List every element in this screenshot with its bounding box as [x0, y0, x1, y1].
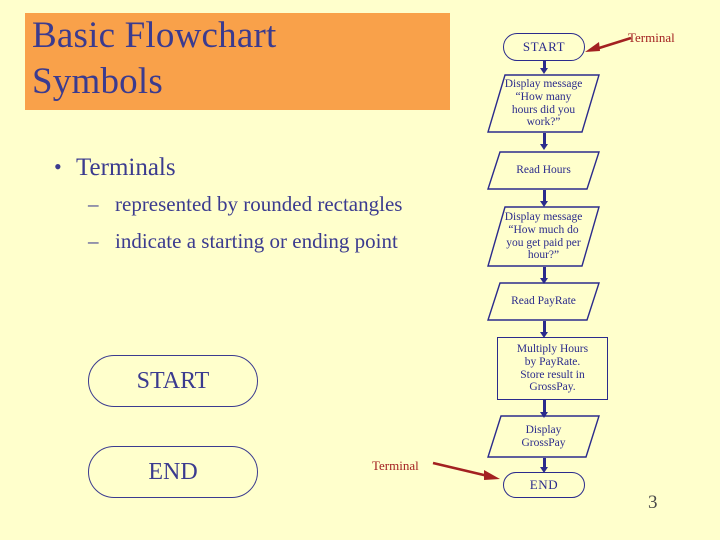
bullet-marker: • — [54, 154, 62, 179]
annotation-label-terminal-bottom: Terminal — [372, 458, 419, 473]
parallelogram-shape — [487, 282, 600, 321]
bullet-item-indicate-point: – indicate a starting or ending point — [40, 225, 440, 258]
bullet-text: represented by rounded rectangles — [115, 192, 403, 216]
flow-arrow-4 — [540, 267, 549, 284]
bullet-list: • Terminals – represented by rounded rec… — [40, 152, 440, 258]
parallelogram-shape — [487, 415, 600, 458]
bullet-text: indicate a starting or ending point — [115, 229, 398, 253]
flowchart-node-label: Read PayRate — [511, 295, 576, 308]
flowchart-node-label: Display message “How many hours did you … — [504, 77, 583, 129]
title-banner — [25, 13, 450, 110]
example-terminal-end: END — [88, 446, 258, 498]
flowchart-node-label: Display message “How much do you get pai… — [504, 210, 583, 262]
bullet-item-represented-by: – represented by rounded rectangles — [40, 188, 440, 221]
flowchart-node-label: Read Hours — [516, 164, 571, 177]
flowchart-node-start: START — [503, 33, 585, 61]
page-title: Basic Flowchart Symbols — [32, 15, 277, 102]
flowchart-node-label: END — [529, 476, 559, 492]
example-terminal-start: START — [88, 355, 258, 407]
parallelogram-shape — [487, 206, 600, 267]
annotation-arrow-top — [584, 34, 632, 56]
flow-arrow-1 — [540, 61, 549, 74]
example-terminal-start-label: START — [136, 367, 210, 394]
bullet-dash-marker: – — [88, 229, 99, 253]
flowchart-node-msg-hours: Display message “How many hours did you … — [487, 74, 600, 133]
flowchart-node-read-hours: Read Hours — [487, 151, 600, 190]
flowchart-node-label: Display GrossPay — [521, 423, 566, 449]
bullet-dash-marker: – — [88, 192, 99, 216]
bullet-text: Terminals — [76, 154, 176, 181]
flowchart: START Display message “How many hours di… — [470, 20, 720, 520]
flowchart-node-multiply: Multiply Hours by PayRate. Store result … — [497, 337, 608, 400]
example-terminal-end-label: END — [148, 458, 198, 485]
flowchart-node-label: Multiply Hours by PayRate. Store result … — [516, 342, 589, 394]
parallelogram-shape — [487, 151, 600, 190]
flowchart-node-msg-pay: Display message “How much do you get pai… — [487, 206, 600, 267]
flow-arrow-5 — [540, 321, 549, 338]
flowchart-node-label: START — [522, 38, 566, 54]
flow-arrow-6 — [540, 400, 549, 418]
flow-arrow-7 — [540, 458, 549, 473]
annotation-arrow-bottom — [432, 458, 502, 484]
flowchart-node-read-payrate: Read PayRate — [487, 282, 600, 321]
flowchart-node-end: END — [503, 472, 585, 498]
bullet-item-terminals: • Terminals — [40, 152, 440, 184]
annotation-label-terminal-top: Terminal — [628, 30, 675, 45]
page-number: 3 — [648, 492, 658, 513]
parallelogram-shape — [487, 74, 600, 133]
flow-arrow-2 — [540, 133, 549, 150]
flowchart-node-display-grosspay: Display GrossPay — [487, 415, 600, 458]
flow-arrow-3 — [540, 190, 549, 207]
